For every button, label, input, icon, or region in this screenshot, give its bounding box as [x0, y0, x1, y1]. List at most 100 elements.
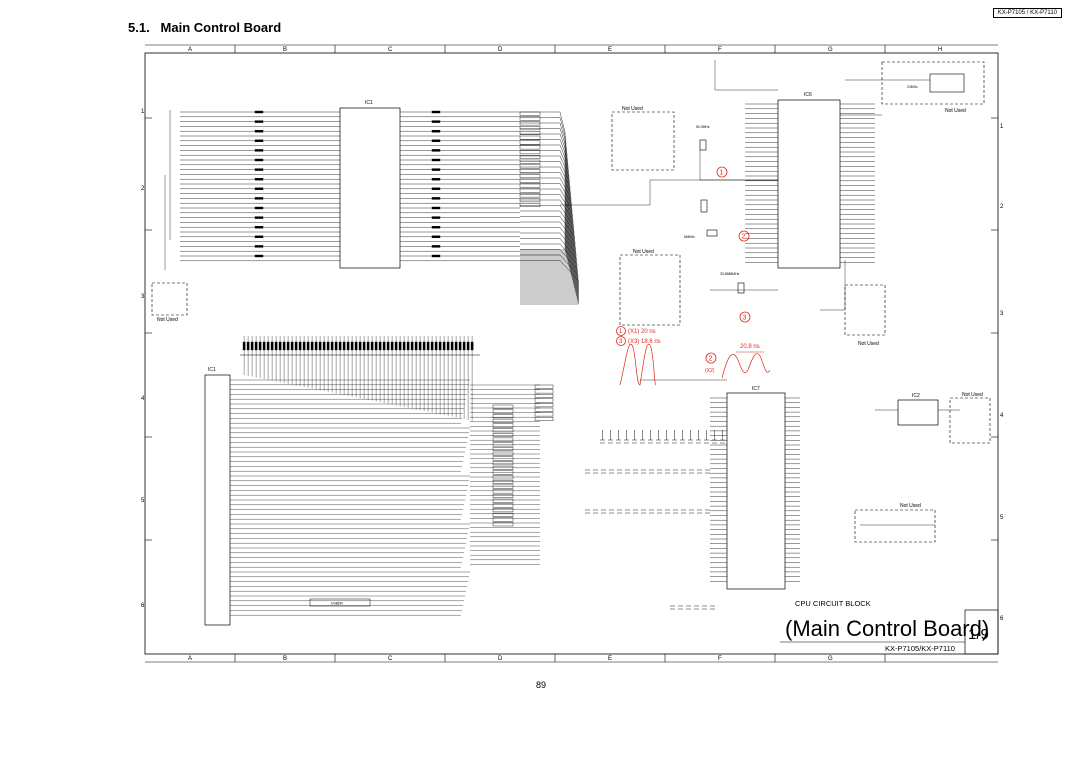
col-label: G: [828, 656, 833, 662]
bus-wire: [520, 183, 572, 277]
resistor: [422, 341, 426, 351]
frame-border: [144, 52, 999, 655]
resistor: [246, 341, 250, 351]
resistor: [366, 341, 370, 351]
col-label: F: [718, 656, 722, 662]
bus-wire: [520, 117, 566, 253]
resistor: [342, 341, 346, 351]
resistor: [431, 206, 441, 210]
not-used-label: Not Used: [858, 341, 879, 347]
resistor: [254, 139, 264, 143]
bus-wire: [520, 172, 571, 273]
resistor: [338, 341, 342, 351]
resistor: [390, 341, 394, 351]
net-label: [519, 145, 541, 150]
resistor: [431, 187, 441, 191]
net-label: [534, 384, 554, 389]
resistor: [430, 341, 434, 351]
resistor: [378, 341, 382, 351]
ic1-bottom-label: IC1: [208, 367, 216, 373]
resistor: [458, 341, 462, 351]
osc-66-label: 66MHz: [684, 235, 695, 239]
resistor: [254, 149, 264, 152]
resistor: [258, 341, 262, 351]
net-label: [492, 470, 514, 475]
resistor: [326, 341, 330, 351]
col-label: A: [188, 47, 192, 53]
resistor: [431, 129, 441, 133]
col-label: B: [283, 47, 287, 53]
resistor: [358, 341, 362, 351]
test-point-markers: [716, 166, 751, 323]
col-label: D: [498, 47, 503, 53]
resistor: [254, 177, 264, 181]
ic7-label: IC7: [752, 386, 760, 392]
resistor: [450, 341, 454, 351]
bus-wire: [520, 205, 574, 285]
bus-wire: [520, 249, 578, 301]
net-label: [492, 433, 514, 437]
col-label: E: [608, 47, 612, 53]
resistor: [438, 341, 442, 351]
wave-marker-3: 3: [619, 339, 623, 345]
net-label: [492, 517, 514, 522]
net-label: [519, 198, 541, 203]
resistor: [374, 341, 378, 351]
resistor: [254, 120, 264, 123]
net-label: [492, 465, 514, 470]
net-label: [492, 456, 514, 461]
resistor: [254, 110, 264, 114]
resistor: [318, 341, 322, 351]
not-used-label: Not Used: [157, 317, 178, 323]
wave-3-text: (X3) 18.6 ns: [628, 339, 661, 345]
net-label: [519, 164, 541, 169]
row-label: 1: [1000, 124, 1004, 130]
net-label: [534, 412, 554, 417]
resistor: [462, 341, 466, 351]
net-label: [519, 169, 541, 174]
bus-wire: [520, 227, 576, 293]
wave-2-period: 20.8 ns: [740, 344, 760, 350]
resistor: [254, 225, 264, 229]
row-label: 3: [141, 294, 145, 300]
net-label: [492, 423, 514, 428]
page-number: 89: [536, 680, 547, 690]
row-label: 6: [1000, 616, 1004, 622]
net-label: [492, 442, 514, 447]
column-ticks: [234, 45, 886, 662]
wave-1-text: (X1) 20 ns: [628, 329, 656, 335]
resistor: [262, 341, 266, 351]
resistor: [418, 341, 422, 351]
net-label: [519, 126, 541, 131]
resistor: [278, 341, 282, 351]
resistor: [414, 341, 418, 351]
net-label: [519, 174, 541, 179]
bus-wire: [520, 122, 567, 255]
bus-wire: [520, 243, 578, 299]
resistor: [386, 341, 390, 351]
resistor: [350, 341, 354, 351]
bus-wire: [520, 199, 574, 283]
not-used-label: Not Used: [900, 503, 921, 509]
osc-dashed-box: [619, 254, 681, 326]
sheet-number: 1/9: [968, 626, 989, 643]
model-tag: KX-P7105 / KX-P7110: [992, 8, 1062, 18]
col-label: C: [388, 656, 393, 662]
usbdn-label: USBDN: [331, 602, 343, 606]
net-label: [534, 417, 554, 421]
net-label: [519, 178, 541, 183]
bus-wire: [520, 133, 568, 259]
row-labels: 1 2 3 4 5 6 1 2 3 4 5 6: [141, 109, 1004, 622]
col-label: C: [388, 47, 393, 53]
resistor: [242, 341, 246, 351]
col-label: G: [828, 47, 833, 53]
col-label: B: [283, 656, 287, 662]
resistor: [254, 197, 264, 200]
net-label: [492, 489, 514, 494]
row-label: 4: [141, 396, 145, 402]
net-label: [519, 111, 541, 116]
ic7-body: [726, 392, 786, 590]
row-label: 5: [141, 498, 145, 504]
bus-wire: [520, 238, 577, 297]
bus-wire: [520, 254, 579, 303]
